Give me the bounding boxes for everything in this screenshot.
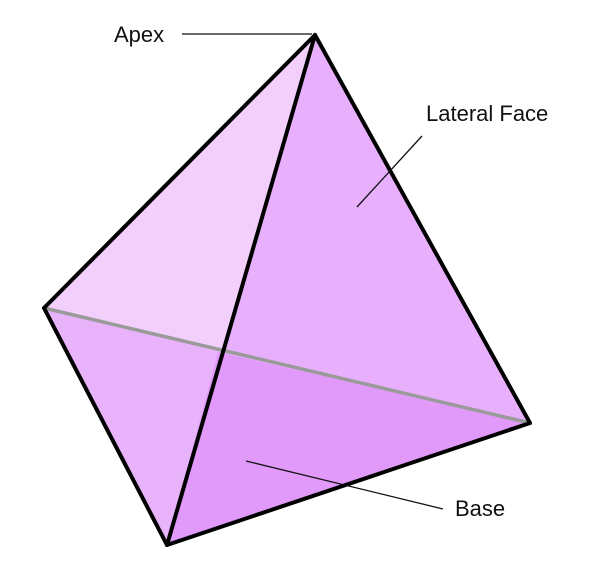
base-label: Base — [455, 496, 505, 521]
edge-front-right — [165, 421, 532, 547]
lateral-face-leader-line — [356, 135, 423, 208]
base-leader-line — [245, 460, 444, 510]
edge-apex-front — [165, 33, 317, 547]
edge-apex-left — [42, 33, 317, 310]
base-face — [167, 352, 530, 545]
edge-left-front — [42, 306, 169, 547]
edge-apex-right — [313, 33, 532, 425]
hidden-edge — [42, 306, 532, 425]
lateral-face-label: Lateral Face — [426, 101, 548, 126]
apex-label: Apex — [114, 22, 164, 47]
